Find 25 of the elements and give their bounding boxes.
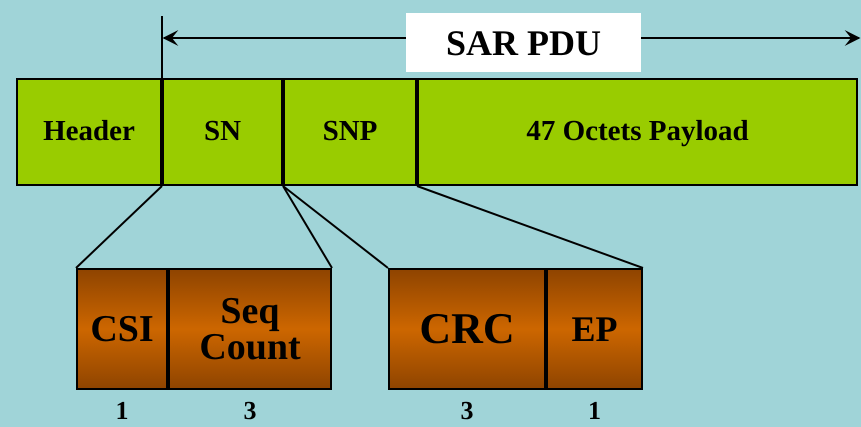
dimension-label: SAR PDU <box>406 13 641 72</box>
field-box <box>162 78 283 186</box>
field-label: CRC <box>419 308 515 350</box>
field-label: SN <box>204 118 242 146</box>
octet-count: 1 <box>114 398 130 424</box>
connector-line <box>75 185 163 269</box>
field-box <box>16 78 162 186</box>
field-label: 47 Octets Payload <box>526 118 749 146</box>
octet-count: 1 <box>587 398 602 424</box>
field-label: Header <box>43 118 135 146</box>
field-label: EP <box>571 312 618 346</box>
connector-line <box>282 185 389 269</box>
subfield-box <box>168 268 332 390</box>
subfield-box <box>76 268 168 390</box>
octet-count: 3 <box>242 398 258 424</box>
subfield-box <box>388 268 546 390</box>
connector-line <box>416 185 644 269</box>
field-label: SNP <box>322 118 378 146</box>
connector-line <box>282 185 333 269</box>
field-box <box>417 78 858 186</box>
field-label: CSI <box>90 310 154 348</box>
field-label: Seq Count <box>198 292 302 366</box>
subfield-box <box>546 268 643 390</box>
field-box <box>283 78 417 186</box>
octet-count: 3 <box>460 398 474 424</box>
